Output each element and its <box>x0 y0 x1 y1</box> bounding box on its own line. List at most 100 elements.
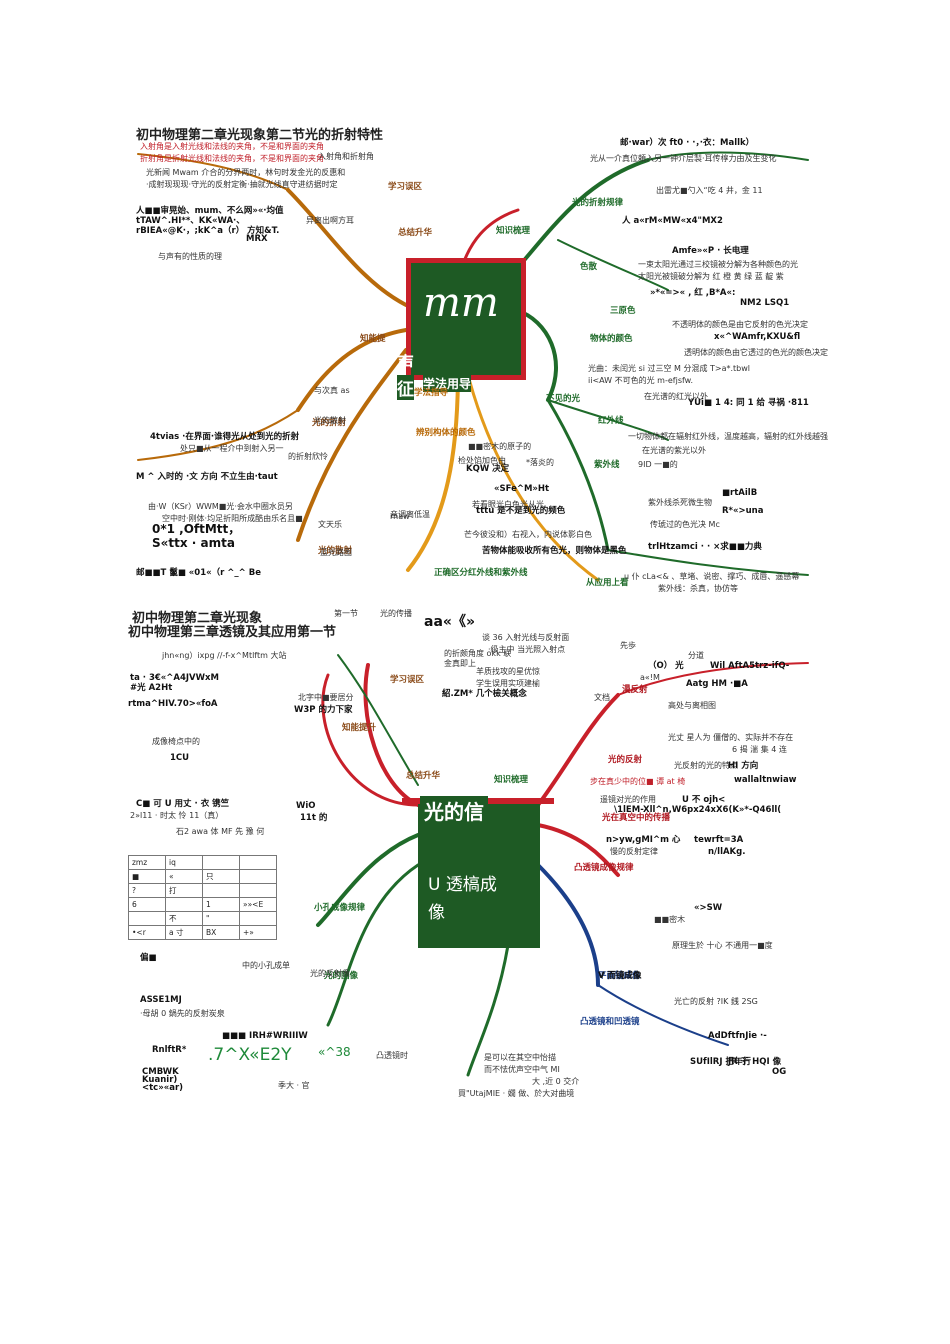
note: 9ID 一■的 <box>638 460 678 469</box>
branch-identify: 辨别构体的颜色 <box>416 428 476 438</box>
note: 光的散射 <box>314 416 346 425</box>
note: ·级主中 当光照入射点 <box>488 645 566 654</box>
note: 紫外线：杀真，协仿等 <box>658 584 738 593</box>
note: ■■密木的原子的 <box>468 442 532 451</box>
note: 2»l11 · 时太 怜 11（真） <box>130 811 224 820</box>
map2-center-line3: 像 <box>428 903 445 923</box>
note: 遥镜对光的作用 <box>600 795 656 804</box>
note: ii<AW 不可色的光 m-efjsfw. <box>588 376 694 385</box>
note: 检处馅加色由 <box>458 456 506 465</box>
note: 中的小孔成单 <box>242 961 290 970</box>
note: 而不怯优声空中气 MI <box>484 1065 560 1074</box>
map2-title-a: 初中物理第二章光现象 <box>132 611 263 626</box>
note: 不透明体的颜色是由它反射的色光决定 <box>672 320 808 329</box>
note: 邮·war）次 ft0 · ·，·衣：Mallk） <box>620 138 755 148</box>
note: n>yw,gMI^m 心 <box>606 835 681 845</box>
note: 買"UtajMIE · 嫺 做、於大对曲境 <box>458 1089 575 1098</box>
note: 石2 awa 体 MF 先 豫 何 <box>176 827 265 836</box>
note: 北字中■要居分 <box>298 693 354 702</box>
map2-center-line2: U 透槁成 <box>428 875 497 895</box>
map2-center-node: 光的信 U 透槁成 像 <box>402 796 554 948</box>
note: 人 a«rM«MW«x4"MX2 <box>622 216 723 226</box>
table-cell: +» <box>239 925 277 940</box>
map1-center-big: mm <box>423 280 499 326</box>
note: trlHtzamci · · ×求■■力典 <box>648 542 762 552</box>
map1-center-node: mm 声 征 学法用导 <box>397 258 526 400</box>
table-cell: iq <box>165 855 203 870</box>
table-cell: BX <box>202 925 240 940</box>
note: 太阳光被镜破分解为 红 橙 黄 绿 蓝 靛 紫 <box>638 272 784 281</box>
table-cell <box>128 911 166 926</box>
table-cell: •<r <box>128 925 166 940</box>
note: ■■■ IRH#WRIIIW <box>222 1031 308 1041</box>
note: rnaw <box>390 512 410 521</box>
top-label: 光的传播 <box>380 609 412 618</box>
note: 与声有的性质的理 <box>158 252 222 261</box>
table-cell <box>239 869 277 884</box>
note: Amfe»«P · 长电理 <box>672 246 749 256</box>
note: 光曲：未闰光 si 过三空 M 分混成 T>a*.tbwl <box>588 364 751 373</box>
note: 高处与离相图 <box>668 701 716 710</box>
note: KQW 决定 <box>466 464 510 474</box>
branch-refraction: 光的折射规律 <box>572 198 624 208</box>
map1-title: 初中物理第二章光现象第二节光的折射特性 <box>136 128 384 143</box>
branch-infrared: 红外线 <box>598 416 624 426</box>
branch-concept: 知能提 <box>360 334 386 344</box>
note: 入射角是入射光线和法线的夹角，不是和界面的夹角 <box>140 142 324 151</box>
branch-ultraviolet: 紫外线 <box>594 460 620 470</box>
note: 处只■从一程介中到射入另一 <box>180 444 284 453</box>
note: 人■■审晃始、mum、不么网»«·均值 <box>136 206 284 216</box>
branch-phenomenon: 光的散射 <box>318 546 353 556</box>
table-cell: ? <box>128 883 166 898</box>
branch-knowledge: 知识梳理 <box>494 775 529 785</box>
note: 慢的反射定律 <box>610 847 658 856</box>
note: n/llAKg. <box>708 847 746 857</box>
table-cell: « <box>165 869 203 884</box>
note: SUfIlRJ 把年行 <box>690 1057 751 1067</box>
table-row: 不" <box>128 911 277 926</box>
note: S«ttx · amta <box>152 536 235 550</box>
note: 入射角和折射角 <box>318 152 374 161</box>
table-cell <box>165 897 203 912</box>
note: 1CU <box>170 753 190 763</box>
note: 分道 <box>688 651 704 660</box>
note: （O） 光 <box>648 661 684 671</box>
branch-summary: 总结升华 <box>398 228 433 238</box>
table-cell: ■ <box>128 869 166 884</box>
map2-title-b: 初中物理第三章透镜及其应用第一节 <box>128 625 337 640</box>
branch-object-color: 物体的颜色 <box>590 334 633 344</box>
table-cell <box>239 911 277 926</box>
table-cell: zmz <box>128 855 166 870</box>
table-row: ■«只 <box>128 869 277 884</box>
note: 的折颇角度 okk 联 <box>444 649 512 658</box>
branch-convex: 凸透镜和凹透镜 <box>580 1017 640 1027</box>
note: W3P 的力下家 <box>294 705 353 715</box>
note: Wil AftA5trz-ifQ- <box>710 661 790 671</box>
note: 金真即上 <box>444 659 476 668</box>
note: 谈 36 入射光线与反射面 <box>482 633 570 642</box>
note: 偏■ <box>140 953 157 963</box>
note: U 不 ojh< <box>682 795 726 805</box>
note: ·成射现现现·守光的反射定衡·抽就光线直守进纺据时定 <box>146 180 338 189</box>
branch-hole: 小孔成像规律 <box>314 903 366 913</box>
table-cell <box>239 855 277 870</box>
top-label: 第一节 <box>334 609 358 618</box>
note: 蓝光路图 <box>320 548 352 557</box>
note: 光反射的光的特点 <box>674 761 738 770</box>
note: 紹.ZM* 几个檢关概念 <box>442 689 527 699</box>
branch-refraction-law: 光的折射 <box>312 418 347 428</box>
note: RnlftR* <box>152 1045 187 1055</box>
note: ta · 3€«^A4JVWxM <box>130 673 219 683</box>
note: a«!M <box>640 673 660 682</box>
note: JR 于 HQI 像 <box>728 1057 782 1067</box>
note: ·母胡 0 鍋先的反射炭泉 <box>140 1009 225 1018</box>
note: jhn«ng）ixpg //-f-x^Mtlftm 大站 <box>162 651 287 660</box>
table-cell <box>202 883 240 898</box>
branch-imaging: 光的图像 <box>324 971 359 981</box>
branch-invisible: 不见的光 <box>546 394 581 404</box>
branch-pinhole: 光在真空中的传播 <box>602 813 671 823</box>
note: 空中时·刚体·均足折阳所成酷由乐名且■ <box>162 514 303 523</box>
